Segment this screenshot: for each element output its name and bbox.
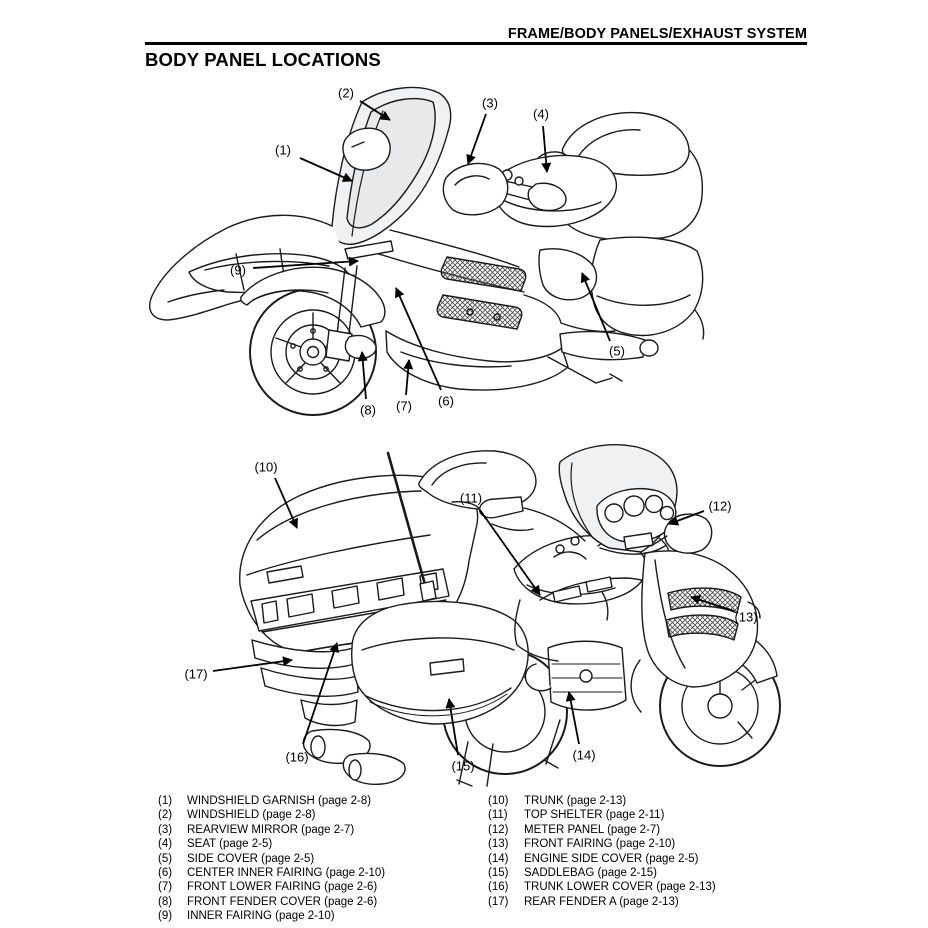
- legend-item-13: (13) FRONT FAIRING (page 2-10): [488, 837, 716, 851]
- legend-item-17: (17) REAR FENDER A (page 2-13): [488, 895, 716, 909]
- legend-item-text: WINDSHIELD (page 2-8): [187, 809, 316, 822]
- callout-arrow-1: [299, 157, 353, 182]
- legend-item-text: REAR FENDER A (page 2-13): [524, 895, 679, 908]
- legend-item-number: (4): [158, 838, 173, 851]
- legend-item-number: (15): [488, 867, 509, 880]
- legend-item-text: TRUNK LOWER COVER (page 2-13): [524, 881, 716, 894]
- callout-7: (7): [396, 398, 412, 414]
- callout-9: (9): [230, 262, 246, 278]
- callout-3: (3): [482, 95, 498, 111]
- legend-item-8: (8) FRONT FENDER COVER (page 2-6): [158, 895, 385, 909]
- legend-item-text: METER PANEL (page 2-7): [524, 823, 661, 836]
- callout-arrow-16: [302, 642, 339, 745]
- page-title: BODY PANEL LOCATIONS: [145, 49, 381, 70]
- legend-item-number: (14): [488, 852, 509, 865]
- legend-item-text: FRONT FENDER COVER (page 2-6): [187, 895, 378, 908]
- callout-arrow-3: [466, 113, 487, 165]
- legend-item-number: (11): [488, 809, 508, 822]
- legend-item-text: INNER FAIRING (page 2-10): [187, 910, 335, 923]
- legend-item-text: FRONT FAIRING (page 2-10): [524, 838, 676, 851]
- legend-item-11: (11) TOP SHELTER (page 2-11): [488, 808, 716, 822]
- legend-item-14: (14) ENGINE SIDE COVER (page 2-5): [488, 852, 716, 866]
- legend-item-number: (8): [158, 895, 173, 908]
- callout-6: (6): [438, 393, 454, 409]
- callout-17: (17): [184, 666, 208, 682]
- callout-15: (15): [451, 758, 475, 774]
- legend-item-text: WINDSHIELD GARNISH (page 2-8): [187, 795, 372, 807]
- section-header: FRAME/BODY PANELS/EXHAUST SYSTEM: [507, 26, 807, 42]
- callout-2: (2): [338, 85, 354, 101]
- legend-item-text: ENGINE SIDE COVER (page 2-5): [524, 852, 699, 865]
- callout-arrow-8: [357, 351, 368, 400]
- callout-arrow-17: [212, 656, 293, 672]
- callout-10: (10): [254, 459, 278, 475]
- legend-item-text: FRONT LOWER FAIRING (page 2-6): [187, 881, 378, 894]
- callout-1: (1): [275, 142, 291, 158]
- legend-item-5: (5) SIDE COVER (page 2-5): [158, 852, 385, 866]
- legend-item-number: (17): [488, 895, 509, 908]
- callout-11: (11): [459, 490, 483, 506]
- callout-12: (12): [708, 498, 732, 514]
- legend-item-text: CENTER INNER FAIRING (page 2-10): [187, 867, 386, 880]
- callout-arrow-7: [403, 359, 414, 396]
- callout-14: (14): [572, 747, 596, 763]
- legend-item-15: (15) SADDLEBAG (page 2-15): [488, 866, 716, 880]
- callout-arrow-11: [479, 509, 541, 596]
- legend-item-number: (9): [158, 910, 173, 923]
- header-rule: [145, 42, 807, 45]
- callout-arrow-6: [395, 287, 442, 391]
- callout-arrow-4: [541, 125, 552, 173]
- callout-13: (13): [734, 609, 758, 625]
- callout-arrow-15: [445, 698, 459, 756]
- legend-item-10: (10) TRUNK (page 2-13): [488, 794, 716, 808]
- legend-item-number: (2): [158, 809, 173, 822]
- legend-item-number: (5): [158, 852, 173, 865]
- legend-item-number: (3): [158, 823, 173, 836]
- callout-arrow-13: [690, 595, 735, 612]
- legend-item-text: TRUNK (page 2-13): [524, 795, 627, 807]
- legend-item-text: SIDE COVER (page 2-5): [187, 852, 315, 865]
- legend-item-number: (13): [488, 838, 509, 851]
- legend-item-7: (7) FRONT LOWER FAIRING (page 2-6): [158, 880, 385, 894]
- legend-item-6: (6) CENTER INNER FAIRING (page 2-10): [158, 866, 385, 880]
- legend-item-3: (3) REARVIEW MIRROR (page 2-7): [158, 823, 385, 837]
- legend-column-right: (10) TRUNK (page 2-13) (11) TOP SHELTER (pa…: [488, 794, 716, 909]
- callout-arrow-14: [565, 691, 580, 745]
- legend-item-1: (1) WINDSHIELD GARNISH (page 2-8): [158, 794, 385, 808]
- legend-item-text: SADDLEBAG (page 2-15): [524, 867, 657, 880]
- callout-5: (5): [609, 343, 625, 359]
- legend-item-2: (2) WINDSHIELD (page 2-8): [158, 808, 385, 822]
- legend-item-9: (9) INNER FAIRING (page 2-10): [158, 909, 385, 923]
- legend-item-number: (12): [488, 823, 509, 836]
- callout-16: (16): [285, 749, 309, 765]
- legend-item-number: (16): [488, 881, 509, 894]
- callout-arrow-5: [580, 272, 611, 342]
- legend-item-text: TOP SHELTER (page 2-11): [524, 809, 665, 822]
- callout-8: (8): [360, 402, 376, 418]
- legend-column-left: (1) WINDSHIELD GARNISH (page 2-8) (2) WINDS…: [158, 794, 385, 924]
- legend-item-4: (4) SEAT (page 2-5): [158, 837, 385, 851]
- callout-arrow-12: [668, 510, 705, 526]
- legend-item-text: SEAT (page 2-5): [187, 838, 273, 851]
- callout-arrow-9: [252, 256, 359, 269]
- callout-arrow-10: [274, 477, 298, 529]
- legend-item-12: (12) METER PANEL (page 2-7): [488, 823, 716, 837]
- legend-item-number: (10): [488, 795, 509, 807]
- callout-4: (4): [533, 106, 549, 122]
- legend-item-number: (1): [158, 795, 173, 807]
- legend-item-16: (16) TRUNK LOWER COVER (page 2-13): [488, 880, 716, 894]
- legend-item-text: REARVIEW MIRROR (page 2-7): [187, 823, 355, 836]
- callout-arrow-2: [359, 100, 391, 121]
- legend-item-number: (6): [158, 867, 173, 880]
- legend-item-number: (7): [158, 881, 173, 894]
